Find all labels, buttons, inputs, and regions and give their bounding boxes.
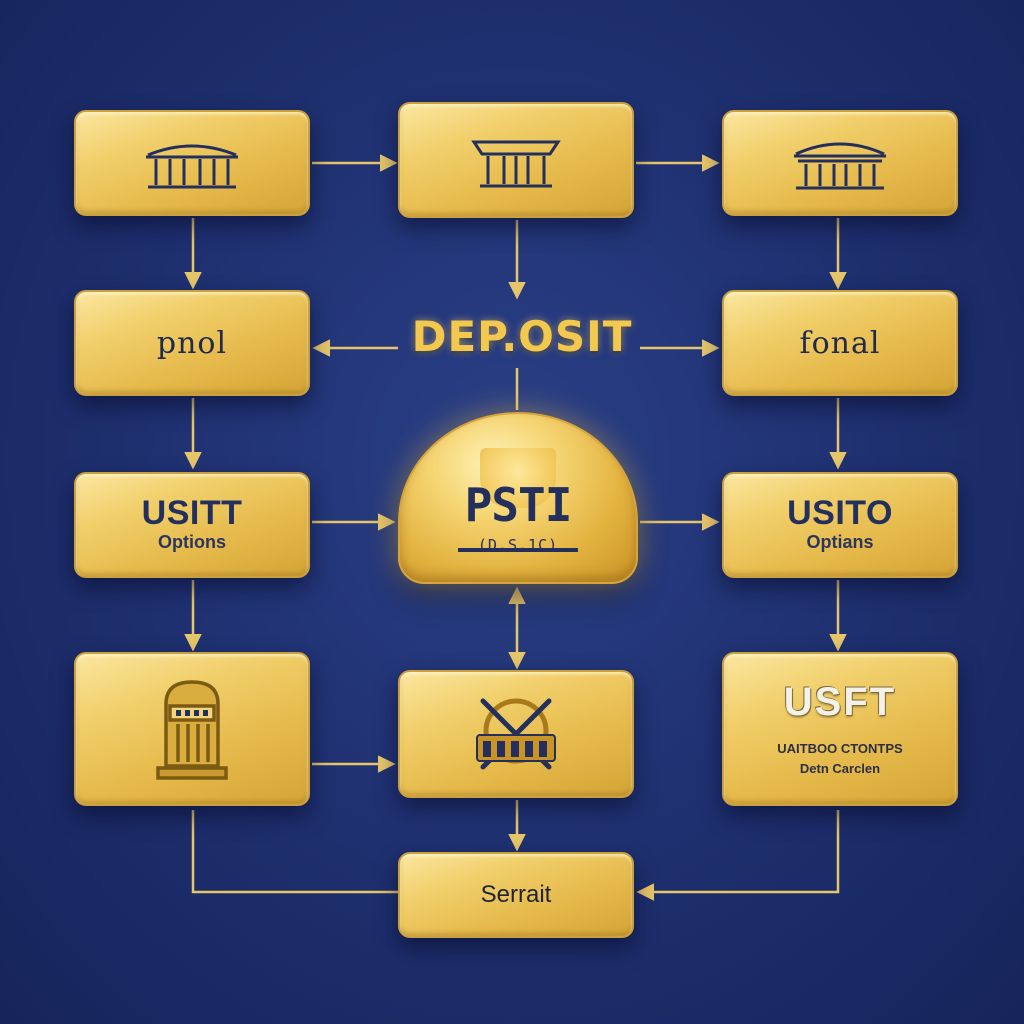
- line-vault-to-bottom: [191, 810, 398, 894]
- bottom-label: Serrait: [480, 881, 552, 908]
- mid-left-node[interactable]: pnol: [74, 290, 310, 396]
- dome-base-line: [458, 548, 578, 552]
- usft-line2: Detn Carclen: [799, 760, 881, 776]
- options-right-subtitle: Optians: [806, 532, 874, 553]
- tools-emblem-icon: [476, 698, 556, 770]
- arrow-usft-to-bottom: [636, 810, 840, 901]
- dome-subtitle: (D.S.1C): [477, 536, 559, 554]
- tools-center-node[interactable]: [398, 670, 634, 798]
- vault-safe-icon: [156, 680, 228, 780]
- bank-building-icon: [146, 144, 238, 189]
- mid-left-label: pnol: [156, 325, 228, 361]
- top-left-node[interactable]: [74, 110, 310, 216]
- options-left-title: USITT: [141, 494, 243, 533]
- dome-crest-icon: [480, 448, 556, 508]
- mid-right-label: fonal: [799, 325, 881, 361]
- mid-right-node[interactable]: fonal: [722, 290, 958, 396]
- bottom-node[interactable]: Serrait: [398, 852, 634, 938]
- usft-title: USFT: [783, 680, 897, 724]
- top-center-node[interactable]: [398, 102, 634, 218]
- vault-left-node[interactable]: [74, 652, 310, 806]
- dome-title: PSTI: [464, 478, 573, 532]
- usft-right-node[interactable]: USFT UAITBOO CTONTPS Detn Carclen: [722, 652, 958, 806]
- bank-building-icon: [471, 140, 561, 188]
- options-left-node[interactable]: USITT Options: [74, 472, 310, 578]
- options-right-title: USITO: [787, 494, 893, 533]
- top-right-node[interactable]: [722, 110, 958, 216]
- options-right-node[interactable]: USITO Optians: [722, 472, 958, 578]
- deposit-label: DEP.OSIT: [411, 312, 633, 361]
- bank-building-icon: [794, 142, 886, 190]
- options-left-subtitle: Options: [158, 532, 226, 553]
- usft-line1: UAITBOO CTONTPS: [777, 741, 903, 756]
